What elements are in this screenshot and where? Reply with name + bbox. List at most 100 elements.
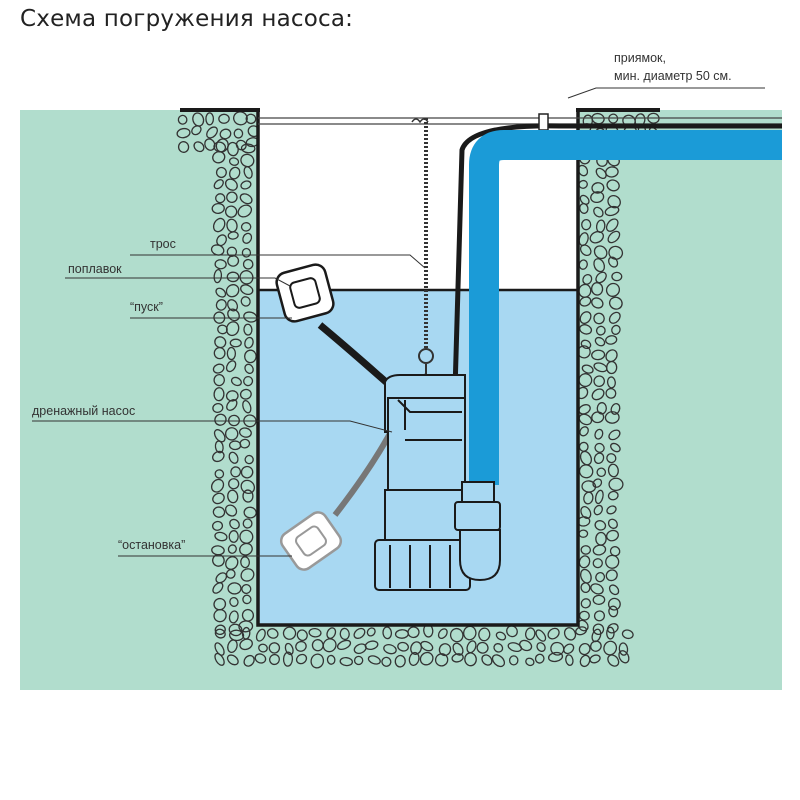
gravel-stone bbox=[244, 363, 254, 374]
gravel-stone bbox=[213, 429, 226, 443]
gravel-stone bbox=[525, 657, 535, 667]
gravel-stone bbox=[591, 388, 605, 401]
gravel-stone bbox=[226, 191, 238, 204]
gravel-stone bbox=[608, 113, 619, 124]
gravel-stone bbox=[593, 504, 603, 516]
gravel-stone bbox=[410, 641, 422, 655]
gravel-stone bbox=[242, 232, 253, 244]
gravel-stone bbox=[437, 628, 448, 640]
gravel-stone bbox=[605, 349, 618, 363]
gravel-stone bbox=[366, 627, 376, 637]
gravel-stone bbox=[212, 554, 225, 567]
discharge-pipe bbox=[469, 130, 782, 485]
gravel-stone bbox=[213, 373, 225, 387]
gravel-stone bbox=[605, 218, 619, 232]
gravel-stone bbox=[593, 452, 605, 465]
gravel-stone bbox=[580, 339, 592, 350]
float-start bbox=[275, 263, 335, 323]
gravel-stone bbox=[591, 297, 604, 309]
gravel-stone bbox=[606, 376, 616, 389]
gravel-stone bbox=[608, 584, 620, 596]
gravel-stone bbox=[215, 166, 227, 179]
gravel-stone bbox=[593, 312, 605, 325]
gravel-stone bbox=[212, 151, 226, 164]
label-float: поплавок bbox=[68, 262, 122, 276]
gravel-stone bbox=[295, 640, 307, 652]
gravel-stone bbox=[226, 141, 239, 157]
gravel-stone bbox=[595, 325, 606, 336]
gravel-stone bbox=[605, 387, 617, 399]
gravel-stone bbox=[579, 450, 593, 466]
gravel-stone bbox=[239, 529, 254, 544]
gravel-stone bbox=[608, 256, 619, 268]
gravel-stone bbox=[438, 643, 452, 657]
gravel-stone bbox=[595, 167, 607, 180]
gravel-stone bbox=[550, 641, 565, 656]
gravel-stone bbox=[240, 296, 251, 307]
gravel-stone bbox=[353, 627, 366, 639]
gravel-stone bbox=[547, 627, 560, 640]
gravel-stone bbox=[464, 652, 477, 667]
gravel-stone bbox=[240, 465, 254, 479]
gravel-stone bbox=[213, 346, 226, 360]
label-start: “пуск” bbox=[130, 300, 163, 314]
gravel-stone bbox=[226, 346, 237, 361]
gravel-stone bbox=[242, 594, 252, 605]
gravel-stone bbox=[607, 463, 619, 478]
gravel-stone bbox=[214, 413, 227, 426]
gravel-stone bbox=[579, 244, 592, 257]
gravel-stone bbox=[228, 451, 239, 464]
gravel-stone bbox=[611, 271, 623, 282]
gravel-stone bbox=[394, 654, 406, 668]
gravel-stone bbox=[563, 643, 575, 655]
gravel-stone bbox=[579, 324, 593, 335]
label-pump: дренажный насос bbox=[32, 404, 135, 418]
gravel-stone bbox=[213, 268, 223, 284]
gravel-stone bbox=[476, 641, 489, 654]
gravel-stone bbox=[605, 335, 618, 345]
gravel-stone bbox=[215, 299, 227, 311]
gravel-stone bbox=[243, 506, 257, 519]
gravel-stone bbox=[212, 363, 225, 374]
gravel-stone bbox=[578, 373, 593, 388]
gravel-stone bbox=[593, 206, 604, 218]
gravel-stone bbox=[618, 650, 630, 664]
gravel-stone bbox=[215, 572, 228, 584]
drainage-pump bbox=[374, 374, 501, 591]
gravel-stone bbox=[481, 654, 493, 666]
gravel-stone bbox=[605, 166, 619, 178]
gravel-stone bbox=[239, 542, 253, 556]
gravel-stone bbox=[579, 194, 590, 205]
gravel-stone bbox=[240, 479, 256, 495]
gravel-stone bbox=[213, 311, 226, 324]
gravel-stone bbox=[205, 112, 215, 126]
gravel-stone bbox=[605, 569, 618, 582]
gravel-stone bbox=[215, 287, 227, 298]
gravel-stone bbox=[381, 656, 392, 667]
gravel-stone bbox=[243, 654, 255, 667]
gravel-stone bbox=[608, 311, 621, 324]
gravel-stone bbox=[589, 654, 601, 664]
gravel-stone bbox=[225, 569, 236, 579]
gravel-stone bbox=[229, 518, 240, 530]
gravel-stone bbox=[212, 582, 224, 594]
power-cable bbox=[452, 123, 782, 391]
gravel-stone bbox=[308, 627, 322, 638]
gravel-stone bbox=[215, 193, 226, 204]
gravel-stone bbox=[233, 128, 244, 139]
gravel-stone bbox=[579, 426, 589, 437]
gravel-stone bbox=[534, 653, 545, 664]
label-pit-diameter: мин. диаметр 50 см. bbox=[614, 69, 732, 83]
gravel-stone bbox=[239, 638, 253, 651]
gravel-stone bbox=[580, 568, 592, 584]
gravel-stone bbox=[596, 467, 607, 478]
gravel-stone bbox=[225, 284, 240, 298]
gravel-stone bbox=[608, 477, 624, 492]
label-cable: трос bbox=[150, 237, 176, 251]
gravel-stone bbox=[364, 640, 379, 651]
gravel-stone bbox=[606, 360, 618, 375]
gravel-stone bbox=[242, 400, 252, 414]
gravel-stone bbox=[606, 453, 617, 464]
gravel-stone bbox=[228, 166, 241, 180]
gravel-stone bbox=[227, 231, 239, 240]
